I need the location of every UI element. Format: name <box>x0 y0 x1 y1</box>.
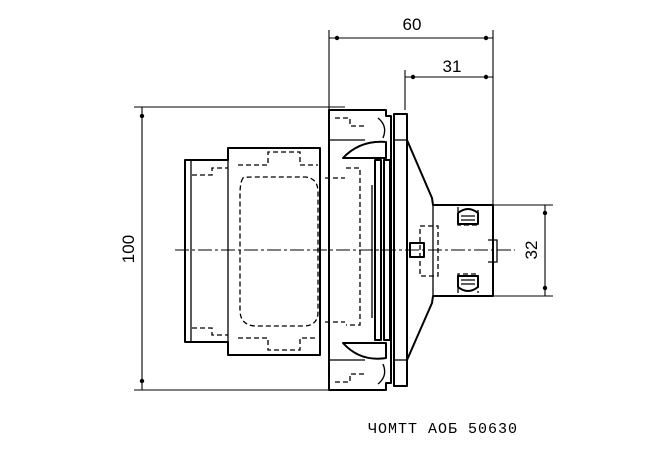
front-disc <box>393 113 408 387</box>
dimension-shank-length: 31 <box>404 57 493 110</box>
dimension-flange-diameter: 100 <box>119 106 345 391</box>
dimension-shank-diameter: 32 <box>478 204 553 297</box>
tool-shank <box>406 139 498 361</box>
clamping-rings <box>371 159 391 341</box>
dimension-label-32: 32 <box>522 241 541 260</box>
dimension-label-60: 60 <box>403 15 422 34</box>
dimension-label-31: 31 <box>443 57 462 76</box>
part-code: ЧОМТТ АОБ 50630 <box>368 421 518 438</box>
dimension-label-100: 100 <box>119 235 138 263</box>
rear-body <box>184 147 321 356</box>
dimension-overall-length: 60 <box>328 15 494 205</box>
flange-body <box>325 109 392 391</box>
